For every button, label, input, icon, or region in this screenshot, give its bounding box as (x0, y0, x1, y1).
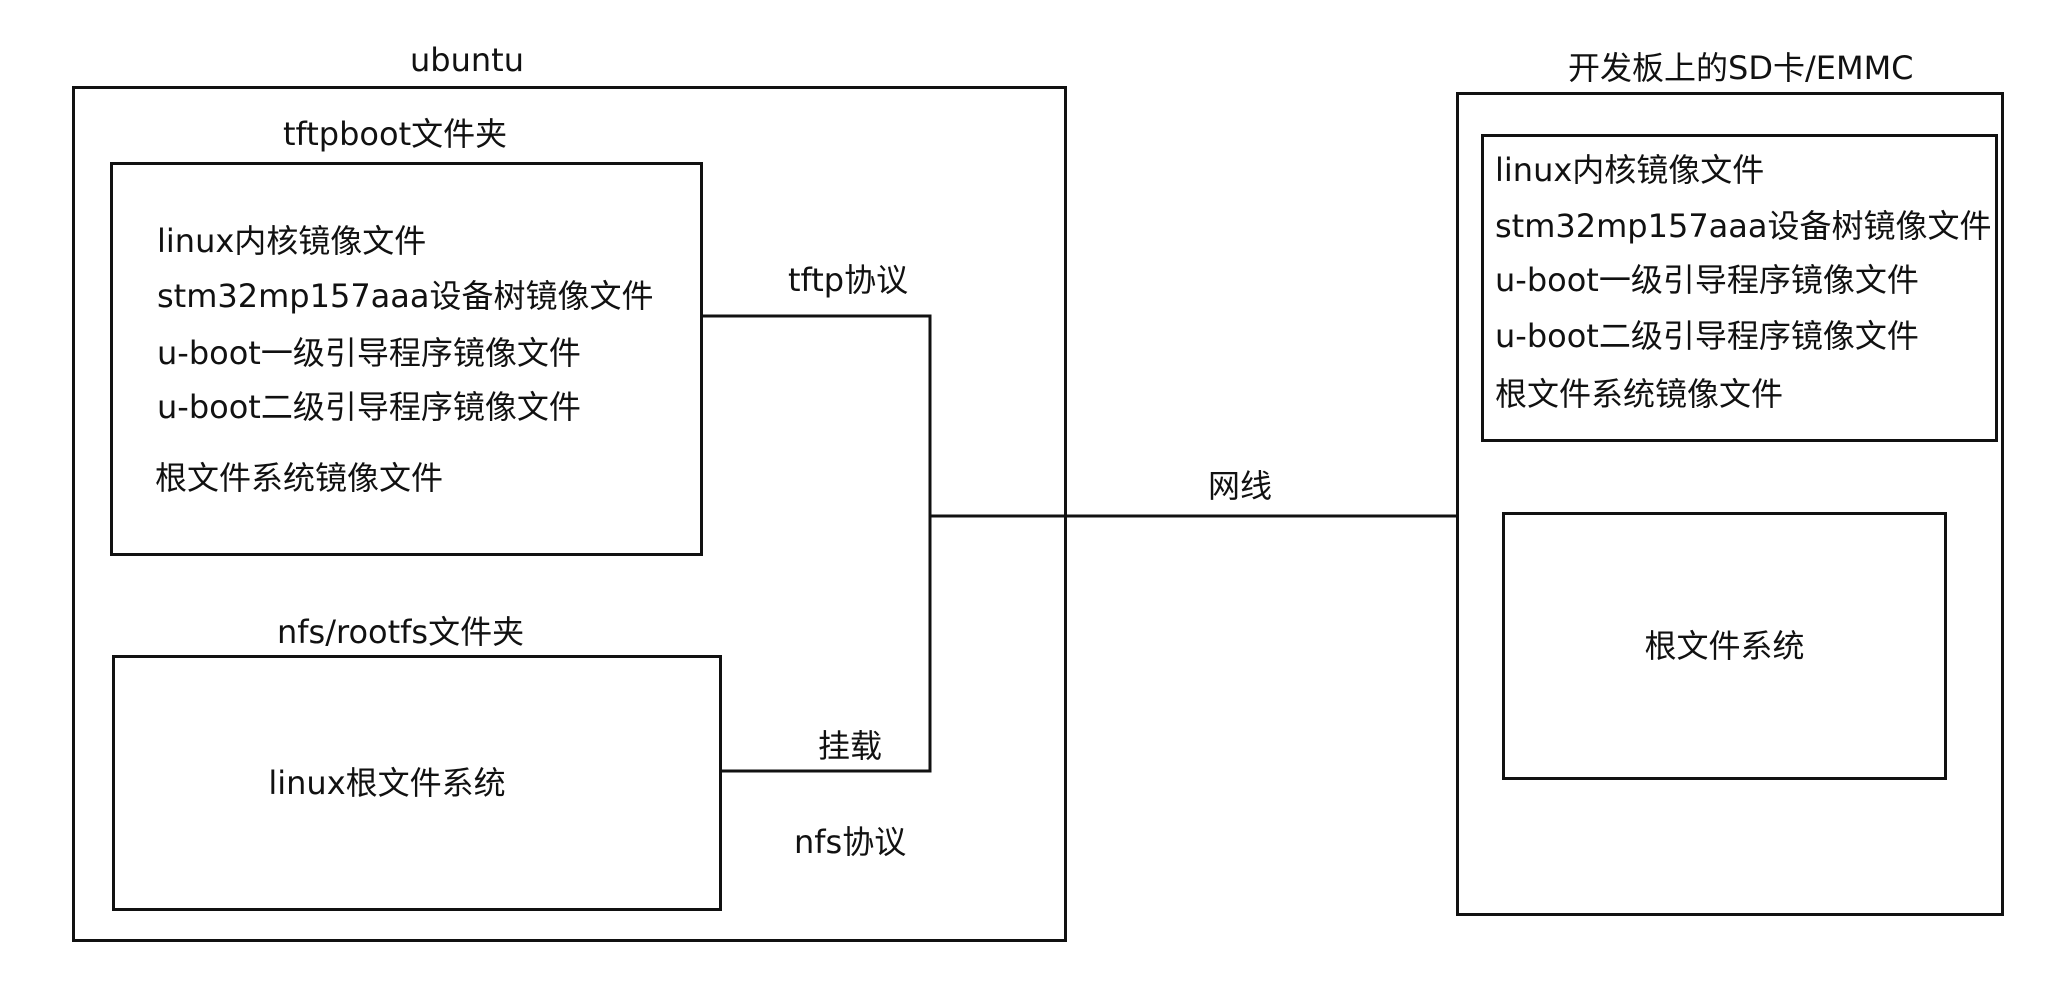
board-item-dtb: stm32mp157aaa设备树镜像文件 (1495, 207, 1992, 245)
nfs-content: linux根文件系统 (268, 764, 506, 802)
board-title: 开发板上的SD卡/EMMC (1568, 49, 1914, 87)
board-images-box (1481, 134, 1998, 442)
board-rootfs-content: 根文件系统 (1644, 627, 1805, 665)
network-cable-label: 网线 (1208, 467, 1273, 505)
tftpboot-item-uboot2: u-boot二级引导程序镜像文件 (157, 388, 581, 426)
board-item-rootfs-image: 根文件系统镜像文件 (1495, 375, 1784, 413)
tftpboot-title: tftpboot文件夹 (283, 115, 508, 153)
nfs-title: nfs/rootfs文件夹 (277, 613, 525, 651)
tftpboot-item-rootfs-image: 根文件系统镜像文件 (155, 459, 444, 497)
tftpboot-item-kernel: linux内核镜像文件 (157, 222, 427, 260)
tftpboot-item-dtb: stm32mp157aaa设备树镜像文件 (157, 277, 654, 315)
nfs-box (112, 655, 722, 911)
board-item-uboot1: u-boot一级引导程序镜像文件 (1495, 261, 1919, 299)
board-rootfs-box (1502, 512, 1947, 780)
tftp-protocol-label: tftp协议 (788, 261, 909, 299)
mount-label: 挂载 (818, 727, 883, 765)
board-item-uboot2: u-boot二级引导程序镜像文件 (1495, 317, 1919, 355)
board-item-kernel: linux内核镜像文件 (1495, 151, 1765, 189)
tftpboot-item-uboot1: u-boot一级引导程序镜像文件 (157, 334, 581, 372)
tftpboot-box (110, 162, 703, 556)
ubuntu-title: ubuntu (410, 41, 524, 79)
nfs-protocol-label: nfs协议 (794, 823, 907, 861)
